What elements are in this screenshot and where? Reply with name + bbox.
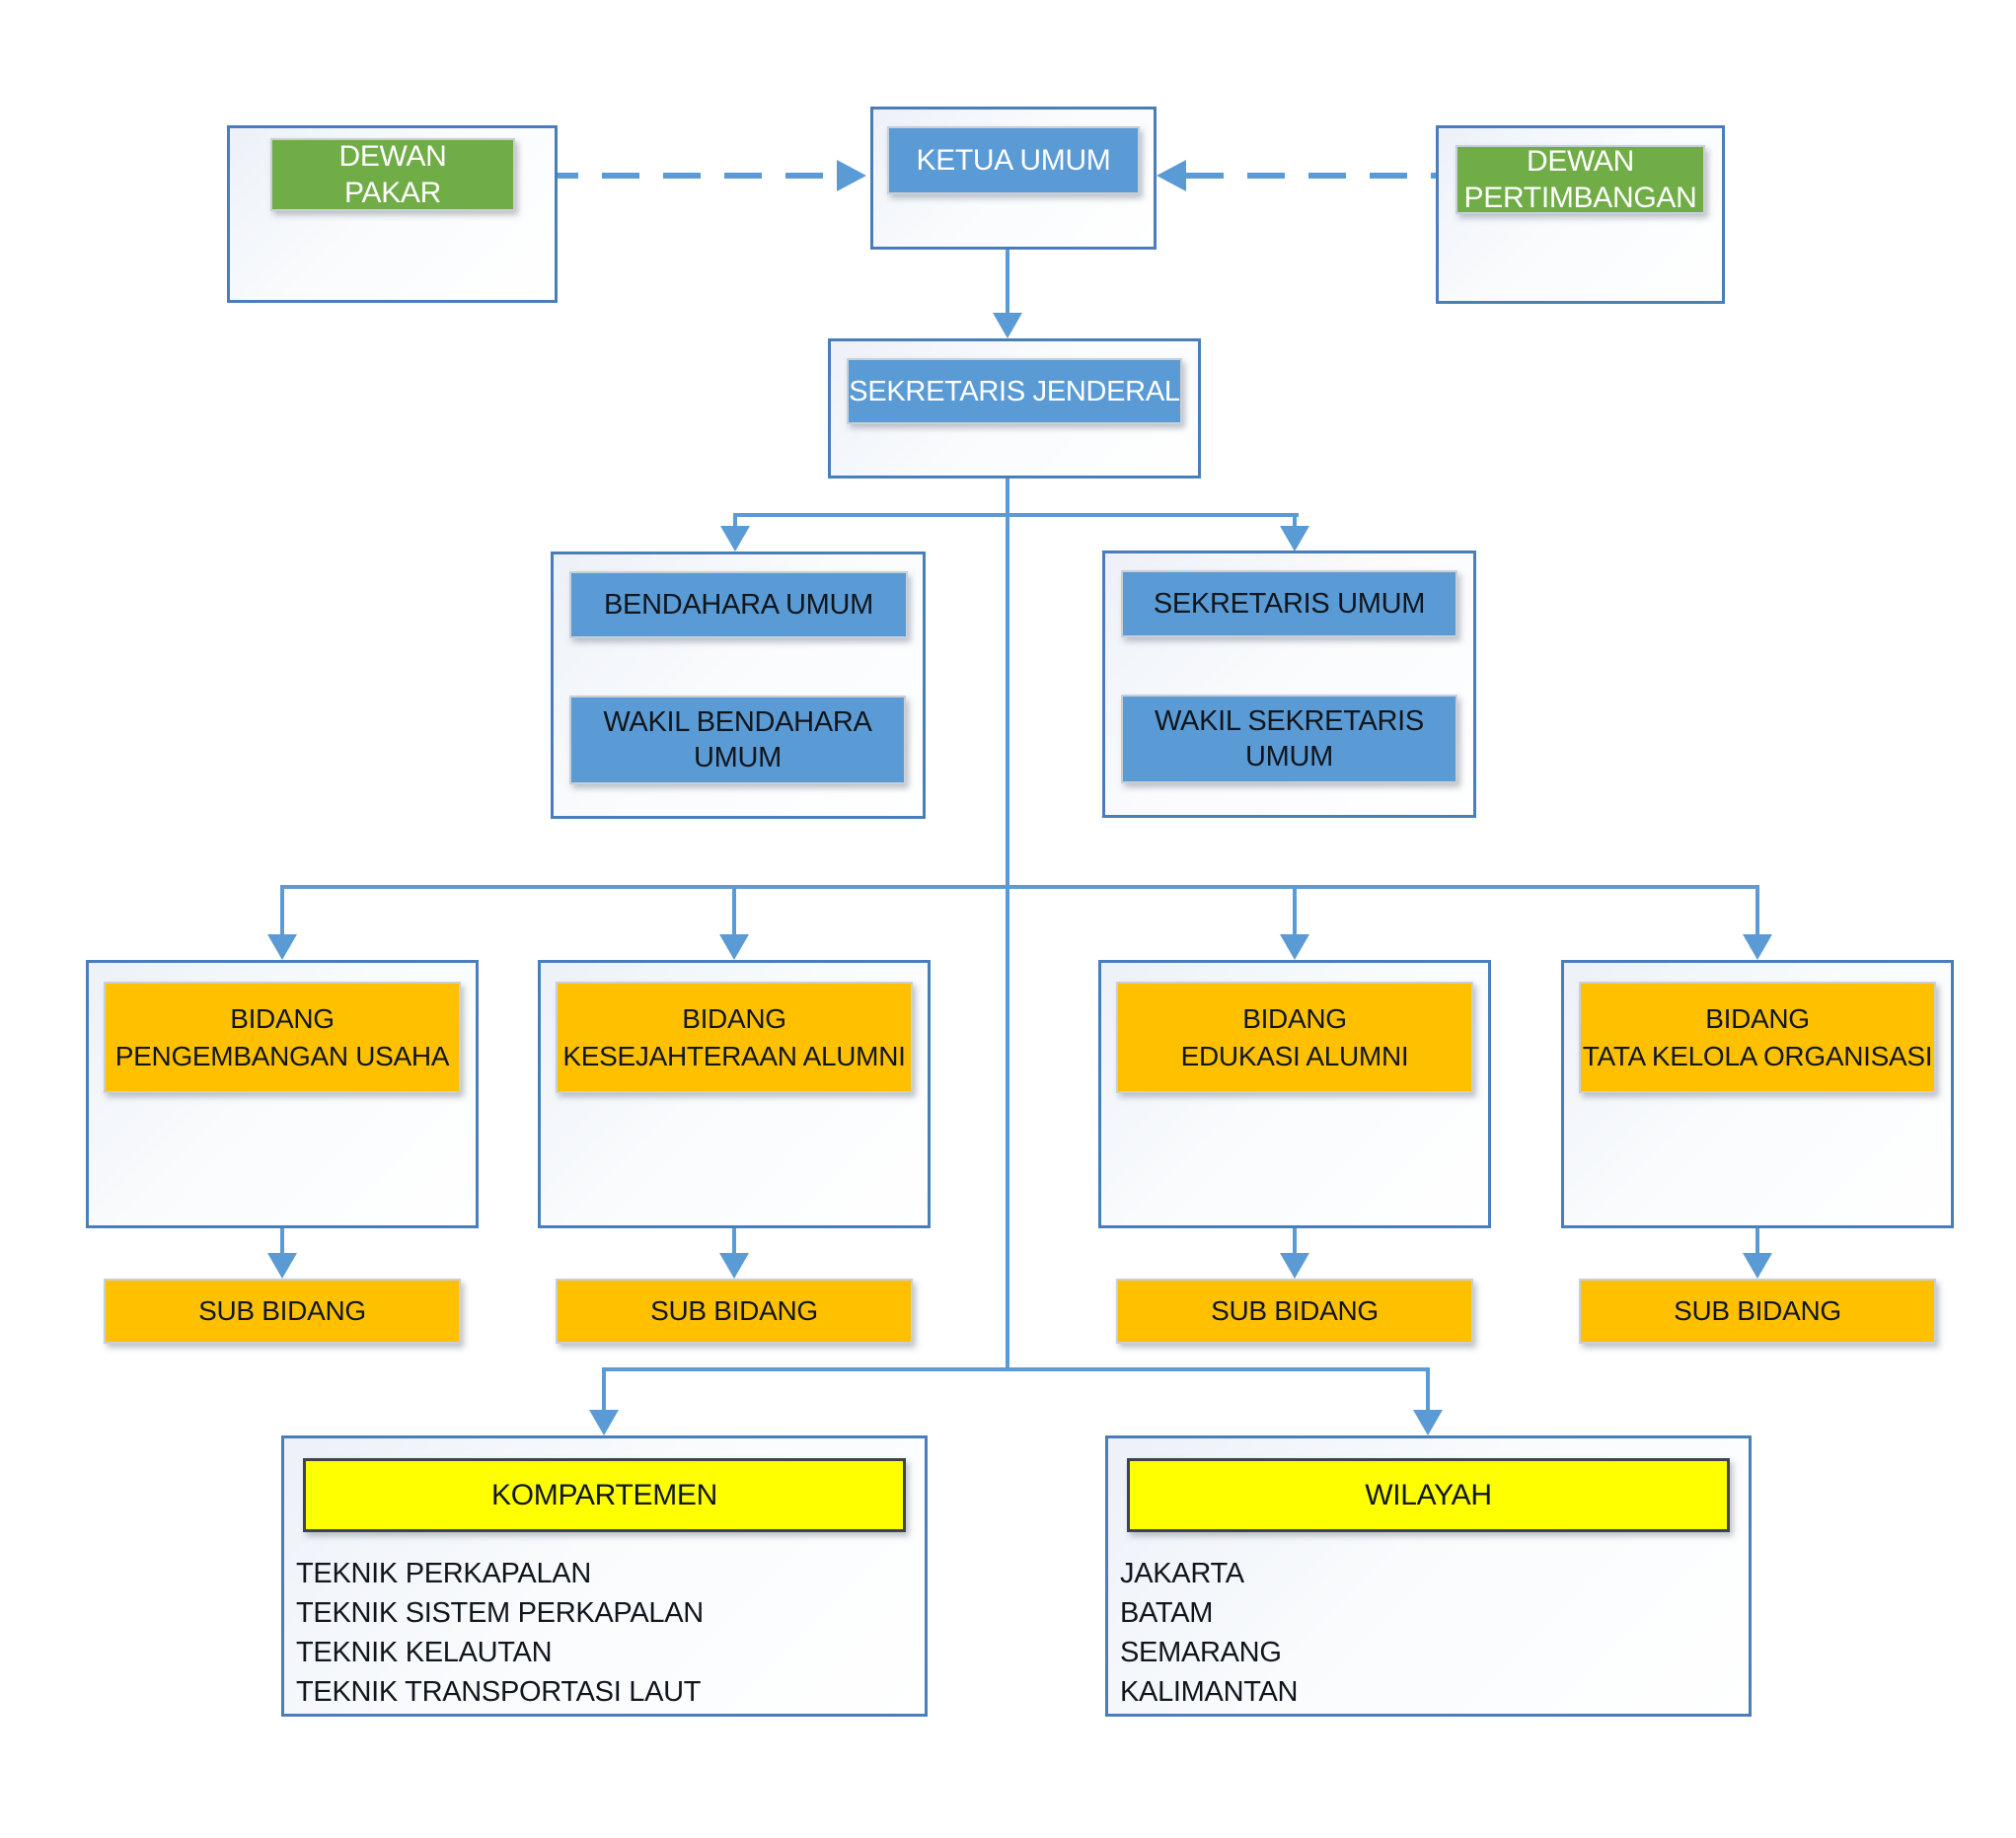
connector-drop-bidang-3 [1293,889,1297,934]
bidang-3-box: BIDANG EDUKASI ALUMNI [1116,982,1473,1093]
arrowhead-down-icon [267,1253,297,1279]
arrowhead-left-icon [1157,160,1186,191]
connector-b1-sub [280,1228,284,1253]
ketua-umum-box: KETUA UMUM [887,126,1140,194]
bidang-2-box: BIDANG KESEJAHTERAAN ALUMNI [556,982,913,1093]
dashed-connector-dewan-pakar [541,173,839,179]
arrowhead-down-icon [1280,526,1309,551]
bidang-4-box: BIDANG TATA KELOLA ORGANISASI [1579,982,1936,1093]
arrowhead-down-icon [993,313,1022,338]
sub-bidang-4-box: SUB BIDANG [1579,1279,1936,1344]
arrowhead-down-icon [267,934,297,960]
wakil-bendahara-umum-box: WAKIL BENDAHARA UMUM [569,696,906,784]
arrowhead-down-icon [1743,934,1772,960]
kompartemen-item: TEKNIK PERKAPALAN [296,1558,591,1589]
kompartemen-item: TEKNIK TRANSPORTASI LAUT [296,1676,702,1708]
connector-b4-sub [1755,1228,1759,1253]
sub-bidang-1-box: SUB BIDANG [104,1279,461,1344]
dewan-pakar-box: DEWAN PAKAR [270,138,515,211]
dewan-pertimbangan-box: DEWAN PERTIMBANGAN [1456,145,1705,214]
connector-drop-kompartemen [602,1371,606,1410]
wilayah-list: JAKARTA BATAM SEMARANG KALIMANTAN [1120,1554,1732,1712]
connector-ketua-sekjen [1006,250,1009,317]
connector-drop-bendahara [733,517,737,529]
connector-b3-sub [1293,1228,1297,1253]
wakil-sekretaris-umum-box: WAKIL SEKRETARIS UMUM [1121,695,1457,783]
arrowhead-down-icon [1743,1253,1772,1279]
wilayah-header-box: WILAYAH [1127,1458,1730,1532]
sub-bidang-3-box: SUB BIDANG [1116,1279,1473,1344]
arrowhead-right-icon [837,160,866,191]
bendahara-umum-box: BENDAHARA UMUM [569,571,908,638]
arrowhead-down-icon [719,934,749,960]
arrowhead-down-icon [719,1253,749,1279]
wilayah-item: JAKARTA [1120,1558,1244,1589]
wilayah-item: KALIMANTAN [1120,1676,1299,1708]
sekretaris-jenderal-box: SEKRETARIS JENDERAL [847,358,1182,424]
dashed-connector-dewan-pertimbangan [1186,173,1457,179]
arrowhead-down-icon [1413,1410,1443,1435]
arrowhead-down-icon [589,1410,619,1435]
sub-bidang-2-box: SUB BIDANG [556,1279,913,1344]
bidang-1-box: BIDANG PENGEMBANGAN USAHA [104,982,461,1093]
kompartemen-item: TEKNIK SISTEM PERKAPALAN [296,1597,704,1629]
wilayah-item: BATAM [1120,1597,1214,1629]
sekretaris-umum-box: SEKRETARIS UMUM [1121,570,1457,637]
connector-main-trunk [1006,478,1009,1371]
arrowhead-down-icon [720,526,750,551]
connector-branch3-horizontal [602,1367,1430,1371]
arrowhead-down-icon [1280,1253,1309,1279]
connector-drop-bidang-4 [1755,889,1759,934]
connector-branch2-horizontal [280,885,1759,889]
kompartemen-header-box: KOMPARTEMEN [303,1458,906,1532]
connector-drop-bidang-2 [732,889,736,934]
kompartemen-item: TEKNIK KELAUTAN [296,1637,553,1668]
connector-drop-sekretaris-umum [1293,517,1297,529]
arrowhead-down-icon [1280,934,1309,960]
connector-b2-sub [732,1228,736,1253]
connector-drop-bidang-1 [280,889,284,934]
kompartemen-list: TEKNIK PERKAPALAN TEKNIK SISTEM PERKAPALA… [296,1554,908,1712]
connector-drop-wilayah [1426,1371,1430,1410]
wilayah-item: SEMARANG [1120,1637,1282,1668]
connector-branch1-horizontal [733,513,1299,517]
